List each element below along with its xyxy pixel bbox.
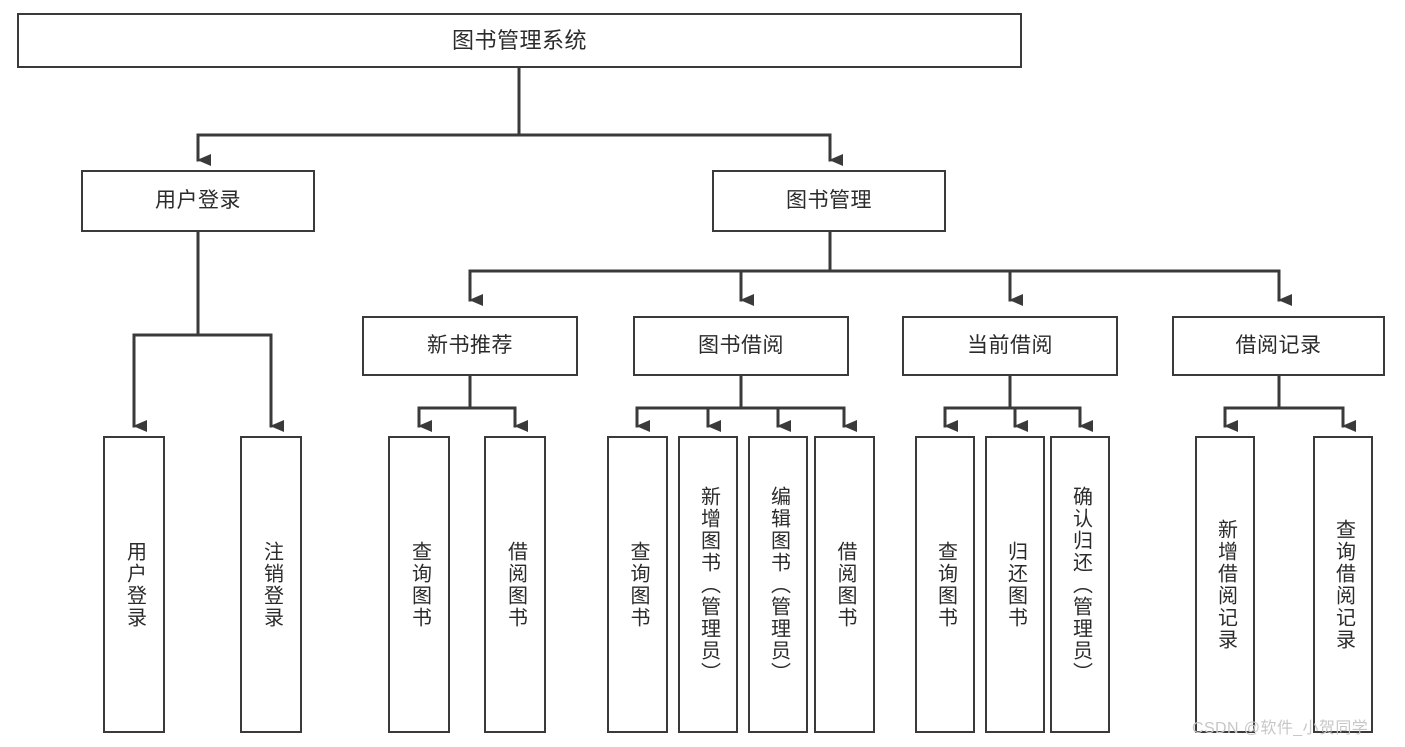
leaf-return-book-label: 归还图书 [1004,540,1027,629]
leaf-add-book-admin-label: 新增图书（管理员） [697,485,720,684]
leaf-edit-book-admin-label: 编辑图书（管理员） [767,485,790,684]
node-new-book-recommend[interactable]: 新书推荐 [362,316,578,376]
leaf-borrow-book-1[interactable]: 借阅图书 [484,436,546,733]
leaf-borrow-book-2[interactable]: 借阅图书 [814,436,875,733]
node-borrow-record-label: 借阅记录 [1235,333,1322,357]
node-book-borrow-label: 图书借阅 [698,333,784,357]
node-user-login-label: 用户登录 [155,188,241,212]
leaf-borrow-book-1-label: 借阅图书 [504,540,527,629]
leaf-query-book-2-label: 查询图书 [627,540,649,629]
leaf-add-borrow-record-label: 新增借阅记录 [1214,518,1237,651]
node-book-manage-label: 图书管理 [786,188,872,212]
node-current-borrow-label: 当前借阅 [967,333,1053,357]
leaf-query-book-1[interactable]: 查询图书 [388,436,450,733]
leaf-add-borrow-record[interactable]: 新增借阅记录 [1195,436,1255,733]
leaf-query-borrow-record[interactable]: 查询借阅记录 [1313,436,1373,733]
leaf-confirm-return-admin[interactable]: 确认归还（管理员） [1050,436,1110,733]
node-book-borrow[interactable]: 图书借阅 [633,316,849,376]
leaf-edit-book-admin[interactable]: 编辑图书（管理员） [748,436,808,733]
leaf-add-book-admin[interactable]: 新增图书（管理员） [678,436,738,733]
leaf-query-book-3-label: 查询图书 [934,540,957,629]
node-book-manage[interactable]: 图书管理 [712,170,946,232]
leaf-query-book-3[interactable]: 查询图书 [915,436,975,733]
node-borrow-record[interactable]: 借阅记录 [1172,316,1385,376]
leaf-user-login[interactable]: 用户登录 [103,436,165,733]
node-user-login[interactable]: 用户登录 [81,170,315,232]
node-root[interactable]: 图书管理系统 [17,13,1022,68]
leaf-borrow-book-2-label: 借阅图书 [834,540,856,629]
leaf-user-login-label: 用户登录 [123,540,146,629]
node-current-borrow[interactable]: 当前借阅 [902,316,1118,376]
leaf-query-book-2[interactable]: 查询图书 [607,436,668,733]
leaf-return-book[interactable]: 归还图书 [985,436,1045,733]
csdn-watermark: CSDN @软件_小贺同学 [1192,720,1369,737]
node-new-book-recommend-label: 新书推荐 [427,333,513,357]
leaf-logout-login[interactable]: 注销登录 [240,436,302,733]
node-root-label: 图书管理系统 [451,27,587,53]
leaf-logout-login-label: 注销登录 [260,540,283,629]
leaf-confirm-return-admin-label: 确认归还（管理员） [1069,485,1092,684]
leaf-query-borrow-record-label: 查询借阅记录 [1332,518,1355,651]
leaf-query-book-1-label: 查询图书 [408,540,431,629]
